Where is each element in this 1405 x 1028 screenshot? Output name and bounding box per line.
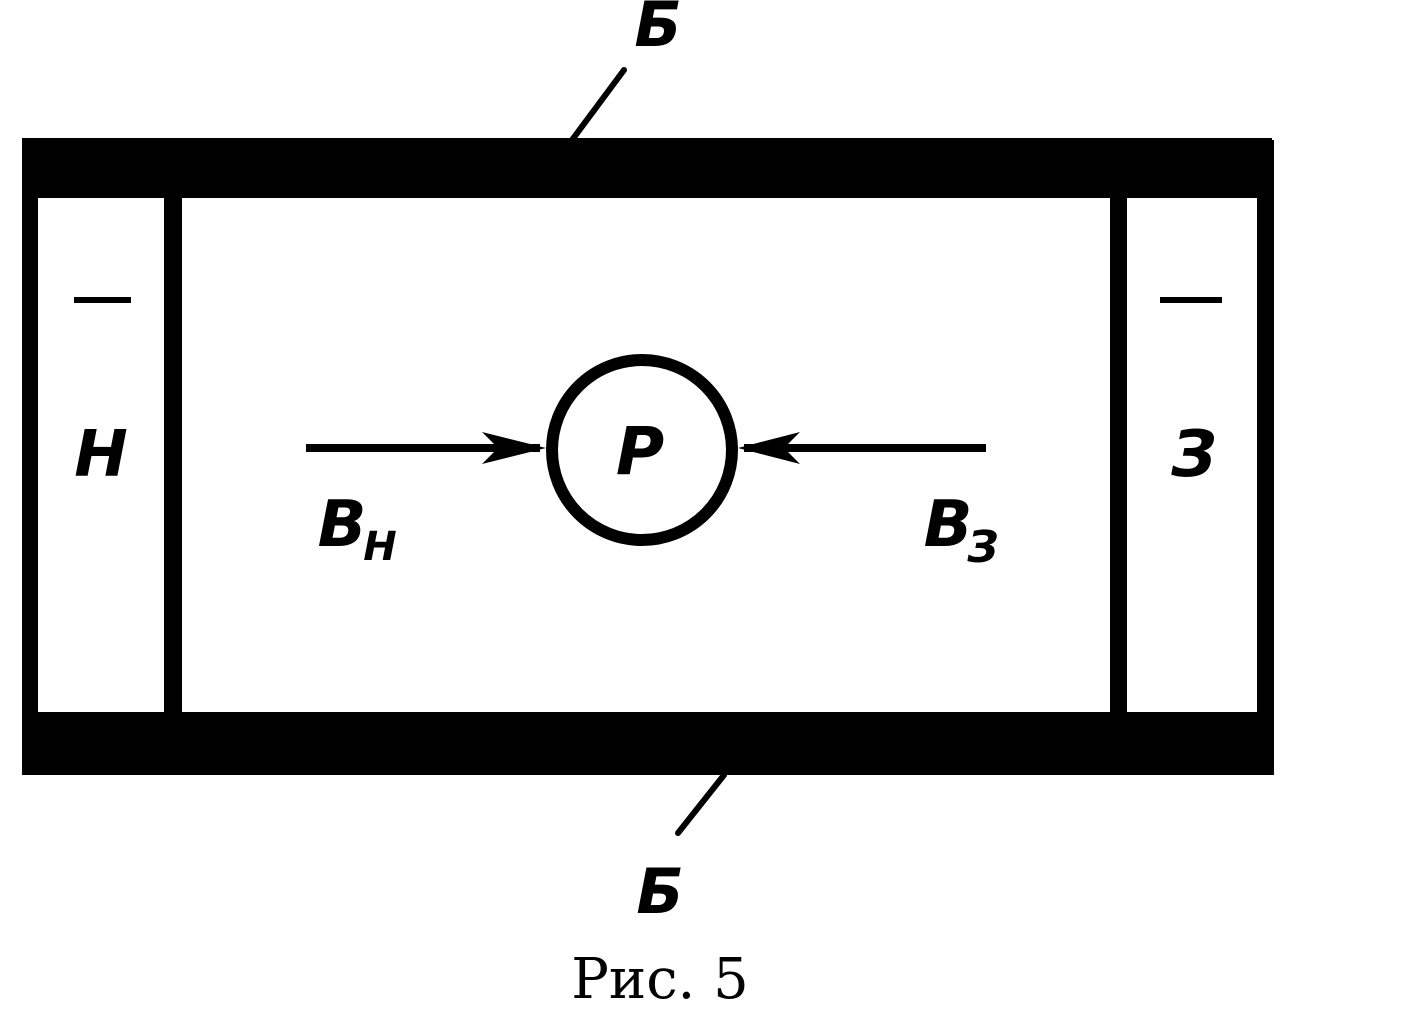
label-center: Р: [616, 413, 664, 490]
arrow-right-head-icon: [738, 432, 800, 464]
center-circle: [546, 354, 738, 546]
bottom-leader-line: [675, 772, 727, 836]
right-divider: [1110, 195, 1127, 715]
label-arrow-left-sub: Н: [363, 524, 396, 570]
top-leader-line: [569, 67, 627, 143]
top-bar: [22, 138, 1272, 198]
label-arrow-right-sub: З: [966, 522, 998, 573]
left-wall: [22, 140, 38, 775]
left-divider: [164, 195, 182, 715]
label-arrow-right-main: В: [924, 488, 973, 562]
right-wall: [1257, 140, 1274, 775]
label-right-chamber: З: [1170, 418, 1216, 492]
arrow-left-head-icon: [482, 432, 546, 464]
label-left-chamber: Н: [74, 418, 128, 492]
figure-caption: Рис. 5: [571, 947, 749, 1012]
label-arrow-left-main: В: [318, 488, 367, 562]
label-bottom: Б: [636, 855, 683, 928]
label-top: Б: [634, 0, 681, 61]
bottom-bar: [22, 712, 1274, 775]
